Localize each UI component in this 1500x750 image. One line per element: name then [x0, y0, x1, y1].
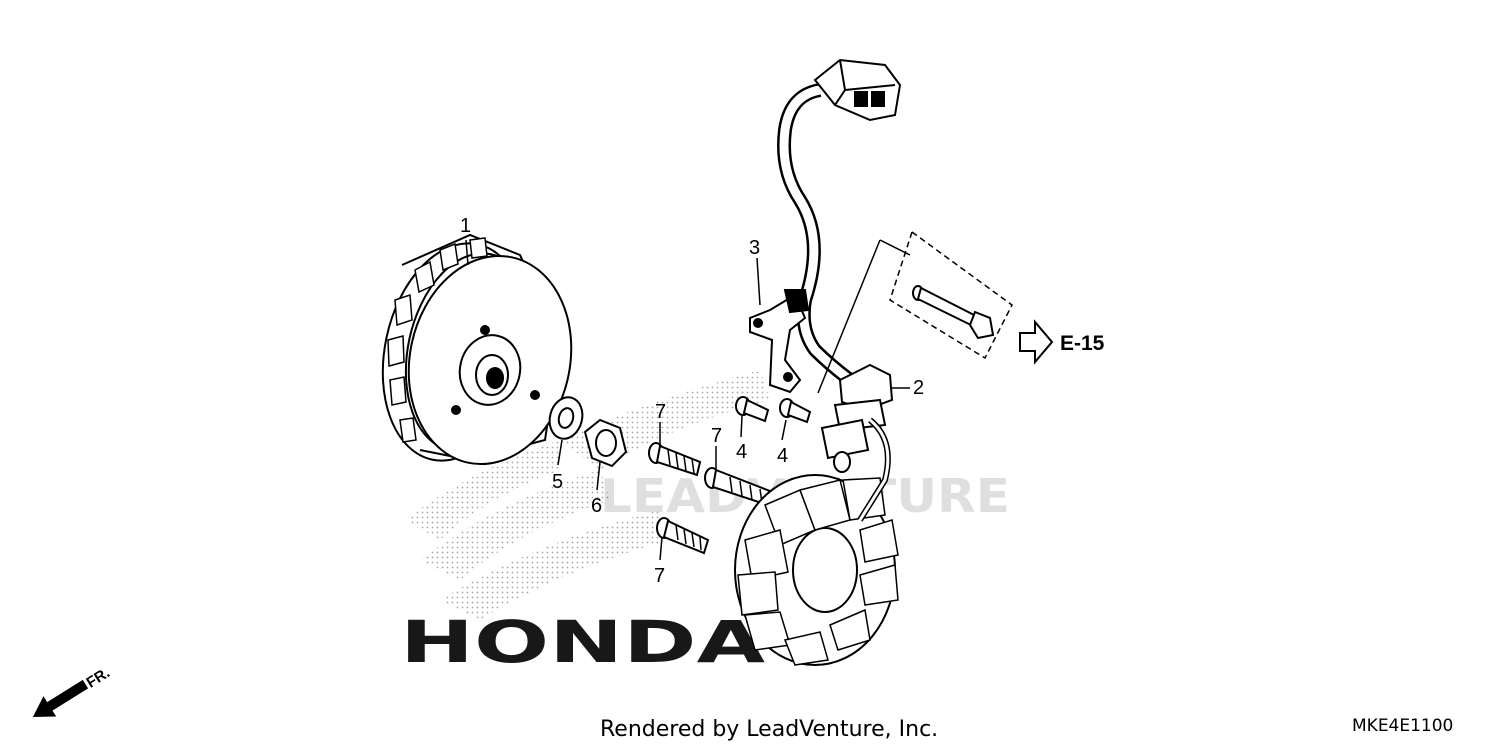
callout-6[interactable]: 6 [591, 495, 602, 517]
stator-part [734, 58, 902, 666]
callout-5[interactable]: 5 [552, 471, 563, 493]
front-direction-arrow-icon: FR. [32, 664, 113, 717]
reference-label-e15[interactable]: E-15 [1060, 332, 1105, 355]
bolt-part-7a [648, 442, 702, 477]
callout-7b[interactable]: 7 [711, 425, 722, 447]
rendered-by-text: Rendered by LeadVenture, Inc. [600, 717, 939, 742]
bolt-part-7c [656, 517, 710, 555]
diagram-code: MKE4E1100 [1352, 716, 1454, 736]
callout-7a[interactable]: 7 [655, 401, 666, 423]
bolt-part-4a [735, 396, 770, 423]
honda-watermark: HONDA [400, 370, 770, 676]
callout-3[interactable]: 3 [749, 237, 760, 259]
callout-4a[interactable]: 4 [736, 441, 747, 463]
clamp-bracket-part [749, 289, 810, 394]
reference-bolt-group [817, 230, 1013, 394]
front-direction-label: FR. [83, 664, 113, 691]
callout-7c[interactable]: 7 [654, 565, 665, 587]
reference-arrow-icon [1019, 319, 1054, 365]
callout-1[interactable]: 1 [460, 215, 471, 237]
leader-lines [465, 239, 910, 561]
honda-watermark-text: HONDA [400, 608, 765, 676]
flywheel-part [381, 233, 573, 466]
nut-part [583, 418, 628, 468]
washer-part [548, 396, 584, 440]
callout-2[interactable]: 2 [913, 377, 924, 399]
callout-4b[interactable]: 4 [777, 445, 788, 467]
bolt-part-4b [779, 398, 812, 424]
